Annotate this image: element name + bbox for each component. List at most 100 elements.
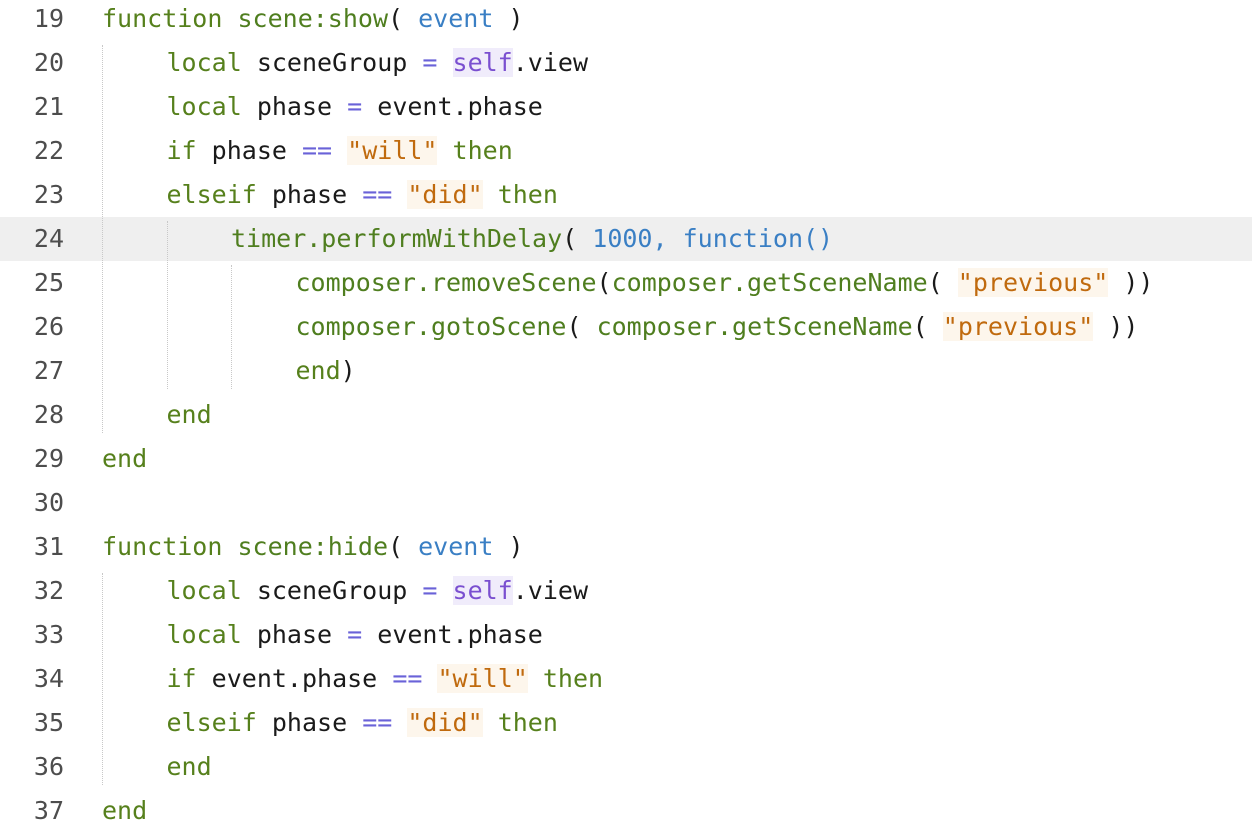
- code-token-ws: [377, 664, 392, 693]
- code-token-ws: [222, 532, 237, 561]
- code-line[interactable]: 27 end): [0, 349, 1252, 393]
- code-token-kw: elseif: [166, 180, 257, 209]
- code-token-ws: [332, 620, 347, 649]
- code-text: end: [102, 437, 147, 481]
- code-token-kw: local: [166, 92, 242, 121]
- code-token-pun: (: [912, 312, 928, 341]
- code-text: end: [102, 789, 147, 832]
- code-text: function scene:hide( event ): [102, 525, 524, 569]
- code-token-ws: [1093, 312, 1108, 341]
- line-number: 32: [33, 576, 64, 605]
- code-token-ws: [928, 312, 943, 341]
- code-token-var: sceneGroup: [256, 48, 408, 77]
- code-token-ws: [668, 224, 683, 253]
- code-token-ws: [257, 708, 272, 737]
- code-token-pun: (: [927, 268, 943, 297]
- code-token-var: event.phase: [211, 664, 378, 693]
- code-token-self: self: [452, 576, 513, 605]
- code-token-str: "will": [347, 136, 438, 165]
- code-token-fn: scene:show: [237, 4, 388, 33]
- code-token-ws: [403, 4, 418, 33]
- code-text: composer.gotoScene( composer.getSceneNam…: [295, 305, 1139, 349]
- code-token-param: event: [418, 532, 494, 561]
- code-text: elseif phase == "did" then: [167, 701, 558, 745]
- code-line[interactable]: 31 function scene:hide( event ): [0, 525, 1252, 569]
- code-token-var: phase: [271, 180, 348, 209]
- line-number: 37: [33, 796, 64, 825]
- code-token-ws: [407, 48, 422, 77]
- code-text: end: [167, 393, 212, 437]
- line-number: 24: [33, 224, 64, 253]
- line-number: 35: [33, 708, 64, 737]
- code-token-pun: )): [1123, 268, 1154, 297]
- indent-guide: [231, 265, 232, 389]
- code-token-ws: [483, 708, 498, 737]
- indent-guide: [102, 45, 103, 433]
- code-token-fn: timer.performWithDelay: [231, 224, 563, 253]
- code-token-pun: )): [1108, 312, 1139, 341]
- code-token-kw: local: [166, 48, 242, 77]
- code-token-ws: [392, 180, 407, 209]
- code-text: end: [167, 745, 212, 789]
- code-token-ws: [943, 268, 958, 297]
- code-token-ws: [347, 708, 362, 737]
- line-number: 20: [33, 48, 64, 77]
- code-token-str: "previous": [942, 312, 1094, 341]
- code-token-ws: [403, 532, 418, 561]
- code-token-ws: [437, 136, 452, 165]
- code-token-op: ==: [362, 180, 393, 209]
- code-token-var: phase: [256, 620, 333, 649]
- code-token-ws: [347, 180, 362, 209]
- code-token-kw: function: [102, 4, 223, 33]
- code-token-ws: [242, 92, 257, 121]
- line-number: 27: [33, 356, 64, 385]
- code-token-pun: ): [340, 356, 356, 385]
- code-token-ws: [287, 136, 302, 165]
- line-number: 21: [33, 92, 64, 121]
- code-token-op: ==: [392, 664, 423, 693]
- code-token-kw: end: [102, 796, 148, 825]
- code-token-pun: (: [566, 312, 582, 341]
- code-line[interactable]: 30: [0, 481, 1252, 525]
- line-number: 31: [33, 532, 64, 561]
- code-line[interactable]: 29 end: [0, 437, 1252, 481]
- code-token-kw: end: [295, 356, 341, 385]
- code-line[interactable]: 21 local phase = event.phase: [0, 85, 1252, 129]
- line-number: 23: [33, 180, 64, 209]
- code-token-ws: [242, 620, 257, 649]
- code-token-ws: [493, 532, 508, 561]
- code-token-ws: [242, 48, 257, 77]
- code-token-kw: then: [497, 180, 558, 209]
- code-token-var: event.phase: [377, 92, 543, 121]
- code-text: if event.phase == "will" then: [167, 657, 603, 701]
- line-number: 25: [33, 268, 64, 297]
- code-token-ws: [362, 92, 377, 121]
- code-token-var: sceneGroup: [256, 576, 408, 605]
- code-token-kw: function: [102, 532, 223, 561]
- code-token-fn: composer.gotoScene: [295, 312, 567, 341]
- code-line[interactable]: 37 end: [0, 789, 1252, 832]
- code-token-kw: elseif: [166, 708, 257, 737]
- code-text: if phase == "will" then: [167, 129, 513, 173]
- code-token-ws: [483, 180, 498, 209]
- code-text: local phase = event.phase: [167, 85, 543, 129]
- code-line[interactable]: 35 elseif phase == "did" then: [0, 701, 1252, 745]
- code-token-op: =: [422, 48, 438, 77]
- code-token-ws: [577, 224, 592, 253]
- line-number: 30: [33, 488, 64, 517]
- line-number: 29: [33, 444, 64, 473]
- code-token-fn: composer.getSceneName: [611, 268, 928, 297]
